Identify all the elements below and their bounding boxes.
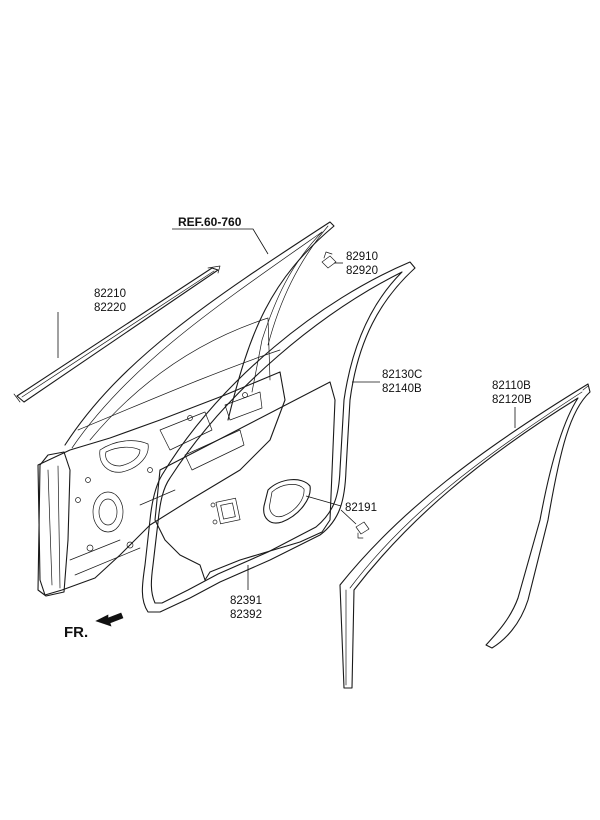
clip-label: 82191	[345, 502, 377, 514]
trim-seal-part	[154, 381, 336, 581]
hole-cover-label-2: 82920	[346, 265, 378, 277]
hole-cover-label-1: 82910	[346, 251, 378, 263]
clip-part	[355, 521, 370, 539]
leader-lines	[57, 228, 516, 590]
opening-weatherstrip-label-2: 82120B	[492, 394, 532, 406]
trim-seal-label-2: 82392	[230, 609, 262, 621]
belt-molding-label-2: 82220	[94, 302, 126, 314]
opening-weatherstrip-label-1: 82110B	[492, 380, 531, 392]
door-weatherstrip-part	[141, 261, 416, 613]
trim-seal-label-1: 82391	[230, 595, 262, 607]
door-weatherstrip-label-1: 82130C	[382, 369, 422, 381]
belt-molding-part	[13, 265, 221, 403]
front-arrow-icon	[95, 612, 124, 627]
ref-label: REF.60-760	[178, 215, 242, 229]
door-weatherstrip-label-2: 82140B	[382, 383, 422, 395]
door-panel-part	[37, 221, 335, 597]
front-indicator-label: FR.	[64, 624, 88, 641]
belt-molding-label-1: 82210	[94, 288, 126, 300]
hole-cover-part	[321, 251, 337, 269]
opening-weatherstrip-part	[339, 383, 591, 689]
